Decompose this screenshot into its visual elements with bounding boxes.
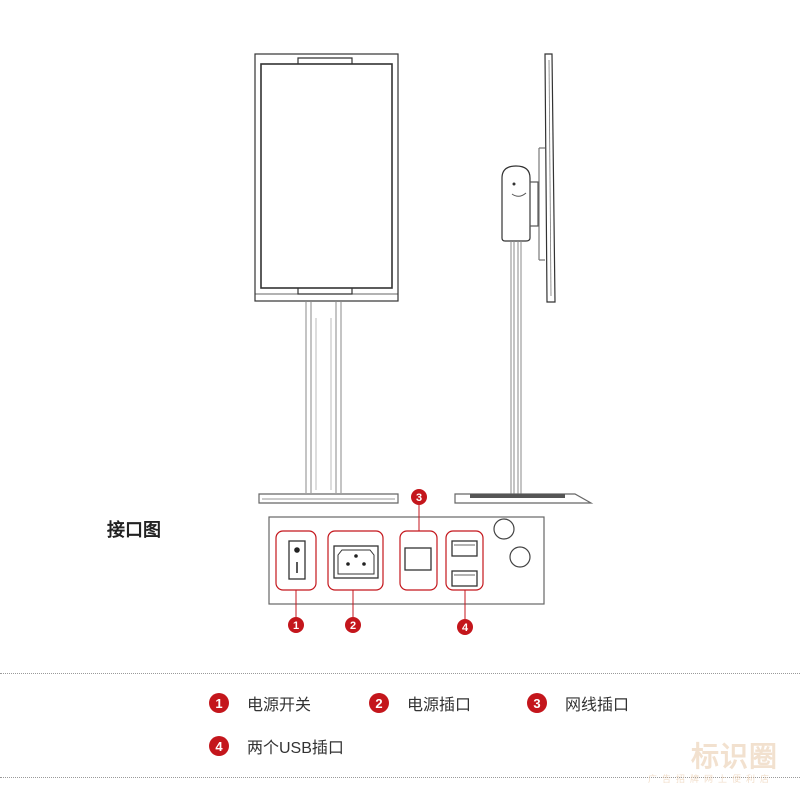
svg-text:2: 2 bbox=[350, 620, 356, 632]
usb-port-2 bbox=[451, 570, 478, 587]
legend-badge: 3 bbox=[527, 693, 547, 713]
side-view bbox=[454, 53, 594, 504]
legend-item-power-socket: 2 电源插口 bbox=[369, 691, 471, 715]
legend-item-network-port: 3 网线插口 bbox=[527, 691, 629, 715]
power-switch bbox=[288, 540, 306, 580]
legend-badge: 4 bbox=[209, 736, 229, 756]
legend-label: 网线插口 bbox=[565, 697, 630, 714]
round-hole-1 bbox=[493, 518, 515, 540]
network-port bbox=[404, 547, 432, 571]
legend-badge: 2 bbox=[369, 693, 389, 713]
front-pole bbox=[305, 301, 342, 493]
legend-badge: 1 bbox=[209, 693, 229, 713]
legend-label: 电源插口 bbox=[407, 697, 472, 714]
watermark-tagline: 广告招牌网上便利店 bbox=[647, 774, 774, 784]
divider-bottom bbox=[0, 777, 800, 778]
usb-port-1 bbox=[451, 540, 478, 557]
round-hole-2 bbox=[509, 546, 531, 568]
front-view bbox=[254, 53, 399, 504]
interface-panel bbox=[268, 505, 545, 619]
legend-row-1: 1 电源开关 2 电源插口 3 网线插口 bbox=[0, 691, 800, 721]
front-screen-bezel bbox=[260, 63, 393, 289]
legend-label: 电源开关 bbox=[247, 697, 312, 714]
legend-label: 两个USB插口 bbox=[247, 740, 344, 757]
panel-outline bbox=[268, 516, 545, 605]
callout-badge-2: 2 bbox=[345, 617, 361, 633]
front-base bbox=[258, 493, 399, 504]
power-socket bbox=[333, 545, 379, 579]
svg-text:1: 1 bbox=[293, 620, 299, 632]
legend-row-2: 4 两个USB插口 bbox=[0, 734, 800, 764]
front-screen-frame bbox=[254, 53, 399, 302]
svg-text:4: 4 bbox=[462, 622, 469, 634]
side-screen bbox=[544, 53, 556, 303]
legend-item-usb-ports: 4 两个USB插口 bbox=[209, 734, 344, 758]
callout-badge-3: 3 bbox=[411, 489, 427, 505]
section-title: 接口图 bbox=[107, 520, 161, 540]
side-pole bbox=[510, 241, 522, 494]
side-mount bbox=[501, 165, 531, 242]
svg-text:3: 3 bbox=[416, 492, 422, 504]
callout-badge-4: 4 bbox=[457, 619, 473, 635]
legend-item-power-switch: 1 电源开关 bbox=[209, 691, 311, 715]
watermark-logo: 标识圈 bbox=[690, 741, 778, 772]
callout-badge-1: 1 bbox=[288, 617, 304, 633]
divider-top bbox=[0, 673, 800, 674]
